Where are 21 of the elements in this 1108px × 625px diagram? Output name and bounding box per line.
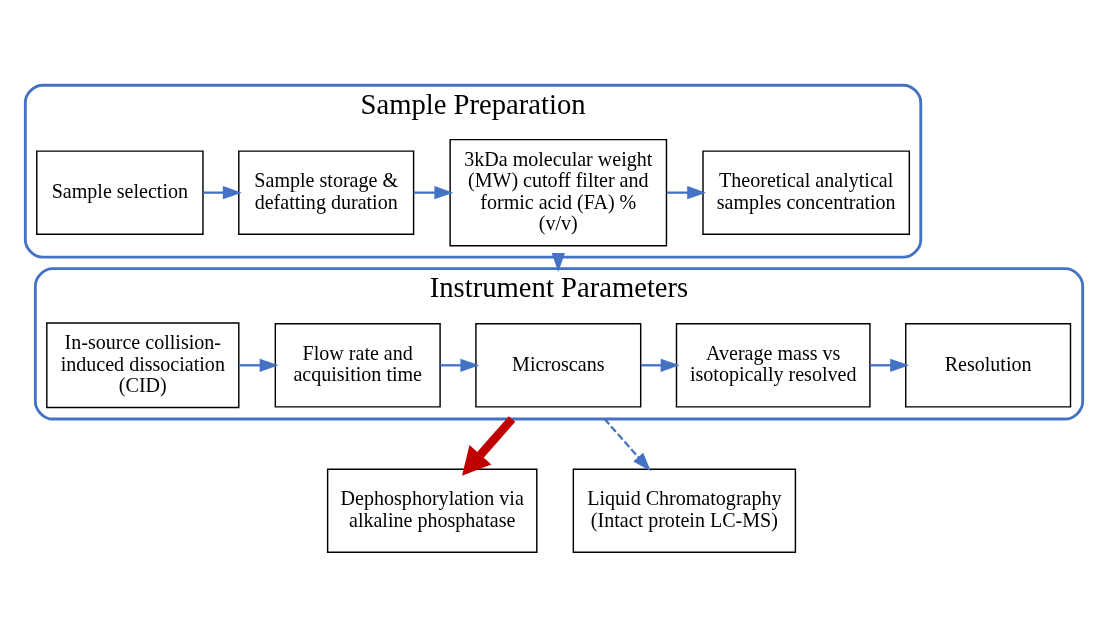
arrow: [870, 358, 910, 372]
node-box: Sample storage & defatting duration: [238, 149, 415, 235]
node-box: Resolution: [905, 322, 1072, 408]
arrow: [440, 358, 480, 372]
node-box: Microscans: [475, 322, 642, 408]
node-box: Theoretical analytical samples concentration: [702, 149, 911, 235]
arrow: [461, 415, 516, 476]
arrow: [551, 252, 565, 272]
arrow: [603, 417, 651, 471]
arrow: [203, 185, 242, 199]
node-box: Sample selection: [36, 149, 204, 235]
arrow: [641, 358, 680, 372]
arrow: [666, 185, 707, 199]
arrow: [238, 358, 279, 372]
arrow: [413, 185, 454, 199]
node-box: 3kDa molecular weight (MW) cutoff filter and formic acid (FA) % (v/v): [449, 138, 668, 246]
node-box: Dephosphorylation via alkaline phosphatase: [326, 467, 538, 553]
node-box: Flow rate and acquisition time: [274, 322, 441, 408]
node-box: Average mass vs isotopically resolved: [675, 322, 871, 408]
node-box: Liquid Chromatography (Intact protein LC-MS): [572, 467, 797, 553]
node-box: In-source collision-induced dissociation (CID): [46, 321, 240, 408]
